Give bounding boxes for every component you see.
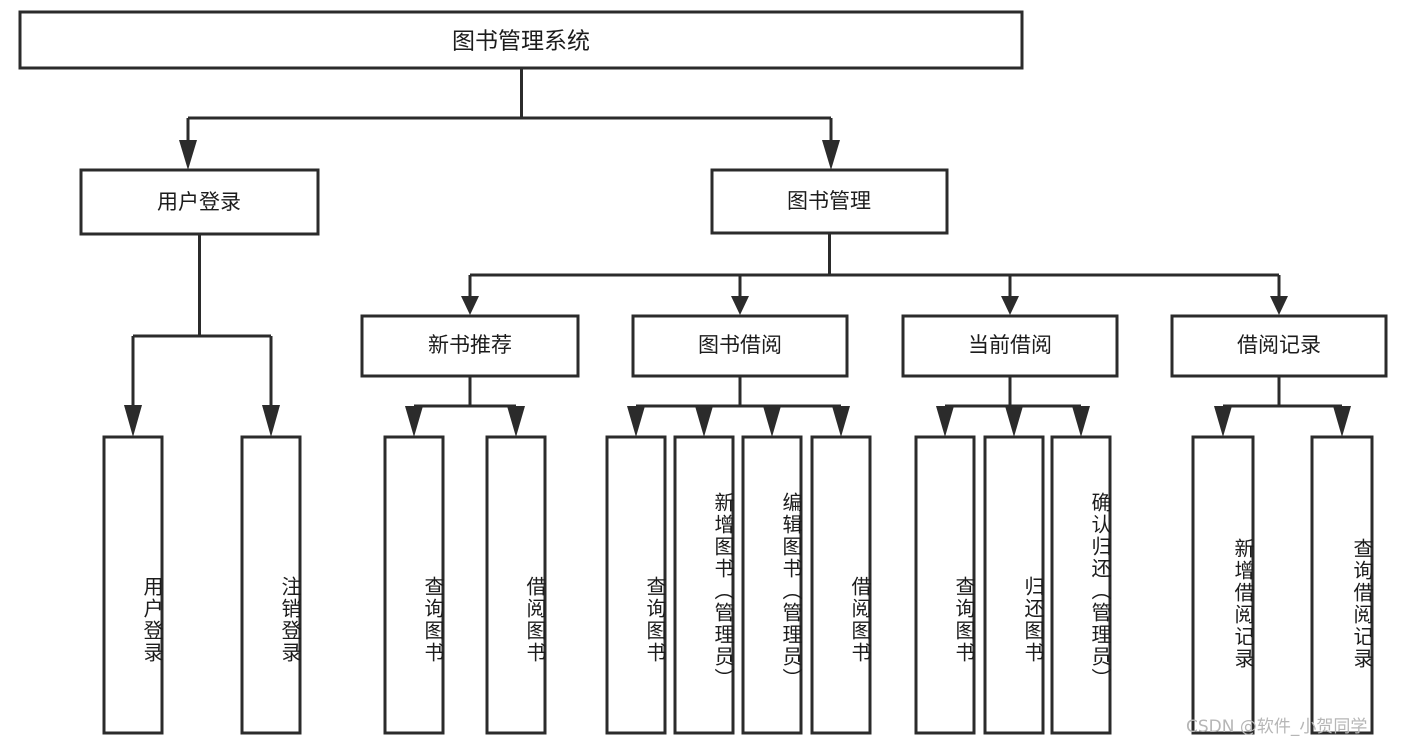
connector-userlogin-to-leaves: [131, 234, 273, 405]
leaf-borrow-edit-book-admin[interactable]: [741, 435, 803, 735]
leaf-borrow-add-book-admin[interactable]: [673, 435, 735, 735]
node-current-borrow[interactable]: [901, 314, 1119, 378]
leaf-record-add-borrow-record[interactable]: [1191, 435, 1255, 735]
arrow-to-leaf-user-login: [124, 405, 142, 437]
arrow-to-user-login: [179, 140, 197, 170]
leaf-borrow-lend-book[interactable]: [810, 435, 872, 735]
arrow-to-new-book-recommend: [461, 296, 479, 315]
arrow-to-leaf-borrow-edit: [763, 406, 781, 437]
arrow-to-leaf-borrow-query: [627, 406, 645, 437]
node-borrow-record-label: 借阅记录: [1237, 333, 1321, 357]
leaf-borrow-query-book[interactable]: [605, 435, 667, 735]
arrow-to-leaf-record-query: [1333, 406, 1351, 437]
arrow-to-leaf-user-logout: [262, 405, 280, 437]
arrow-to-leaf-newbook-borrow: [507, 406, 525, 437]
arrow-to-book-borrow: [731, 296, 749, 315]
csdn-watermark: CSDN @软件_小贺同学: [1186, 717, 1368, 737]
connector-root-to-level1: [186, 68, 833, 140]
leaf-current-confirm-return-admin[interactable]: [1050, 435, 1112, 735]
connector-newbook-to-leaves: [412, 376, 518, 412]
arrow-to-current-borrow: [1001, 296, 1019, 315]
node-book-borrow-label: 图书借阅: [698, 333, 782, 357]
arrow-to-leaf-record-add: [1214, 406, 1232, 437]
arrow-to-borrow-record: [1270, 296, 1288, 315]
node-user-login-label: 用户登录: [157, 190, 241, 214]
leaf-current-return-book[interactable]: [983, 435, 1045, 735]
connector-bookborrow-to-leaves: [634, 376, 843, 412]
node-current-borrow-label: 当前借阅: [968, 333, 1052, 357]
node-borrow-record[interactable]: [1170, 314, 1388, 378]
arrow-to-book-manage: [822, 140, 840, 170]
node-book-borrow[interactable]: [631, 314, 849, 378]
arrow-to-leaf-borrow-add: [695, 406, 713, 437]
leaf-newbook-borrow-book[interactable]: [485, 435, 547, 735]
leaf-user-logout[interactable]: [240, 435, 302, 735]
node-root-label: 图书管理系统: [452, 29, 590, 55]
connector-borrowrecord-to-leaves: [1221, 376, 1344, 412]
connectors-layer: [124, 68, 1351, 437]
node-user-login[interactable]: [79, 168, 320, 236]
leaf-current-query-book[interactable]: [914, 435, 976, 735]
node-book-management[interactable]: [710, 168, 949, 235]
arrow-to-leaf-current-confirm: [1072, 406, 1090, 437]
leaf-record-query-borrow-record[interactable]: [1310, 435, 1374, 735]
node-new-book-recommend-label: 新书推荐: [428, 333, 512, 357]
arrow-to-leaf-current-query: [936, 406, 954, 437]
nodes-layer: 图书管理系统 用户登录 图书管理 新书推荐 图书借阅 当前借阅 借阅记录: [18, 10, 1388, 735]
arrow-to-leaf-current-return: [1005, 406, 1023, 437]
node-book-management-label: 图书管理: [787, 189, 871, 213]
node-root-book-management-system[interactable]: [18, 10, 1024, 70]
arrow-to-leaf-newbook-query: [405, 406, 423, 437]
node-new-book-recommend[interactable]: [360, 314, 580, 378]
leaf-user-login[interactable]: [102, 435, 164, 735]
arrow-to-leaf-borrow-lend: [832, 406, 850, 437]
leaf-newbook-query-book[interactable]: [383, 435, 445, 735]
connector-bookmanage-to-level2: [468, 234, 1281, 296]
